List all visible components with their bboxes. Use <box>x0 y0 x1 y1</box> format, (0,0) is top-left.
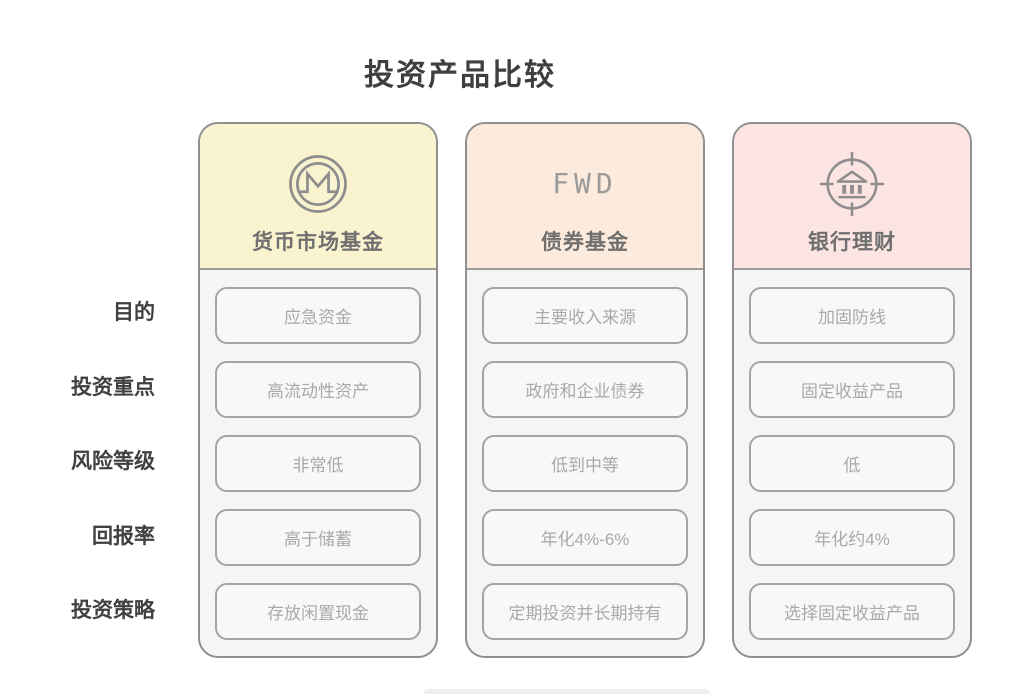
column-header: 银行理财 <box>734 124 970 270</box>
cell-strategy: 存放闲置现金 <box>215 583 421 640</box>
cell-purpose: 主要收入来源 <box>482 287 688 344</box>
column-header: 货币市场基金 <box>200 124 436 270</box>
fwd-logo-text: FWD <box>552 151 618 217</box>
cell-risk: 低 <box>749 435 955 492</box>
row-label-return: 回报率 <box>92 525 155 548</box>
cell-risk: 低到中等 <box>482 435 688 492</box>
column-title: 货币市场基金 <box>252 231 384 254</box>
column-title: 银行理财 <box>808 231 896 254</box>
cell-strategy: 定期投资并长期持有 <box>482 583 688 640</box>
column-bank-wealth: 银行理财 加固防线 固定收益产品 低 年化约4% 选择固定收益产品 <box>732 122 972 658</box>
column-money-market-fund: 货币市场基金 应急资金 高流动性资产 非常低 高于储蓄 存放闲置现金 <box>198 122 438 658</box>
cell-focus: 高流动性资产 <box>215 361 421 418</box>
cell-focus: 政府和企业债券 <box>482 361 688 418</box>
cell-focus: 固定收益产品 <box>749 361 955 418</box>
column-header: FWD 债券基金 <box>467 124 703 270</box>
monero-m-circle-icon <box>285 151 351 217</box>
column-body: 应急资金 高流动性资产 非常低 高于储蓄 存放闲置现金 <box>200 270 436 656</box>
row-label-purpose: 目的 <box>113 301 155 324</box>
column-body: 主要收入来源 政府和企业债券 低到中等 年化4%-6% 定期投资并长期持有 <box>467 270 703 656</box>
bank-target-icon <box>817 151 887 217</box>
row-label-risk: 风险等级 <box>71 450 155 473</box>
cell-purpose: 应急资金 <box>215 287 421 344</box>
cell-return: 高于储蓄 <box>215 509 421 566</box>
cell-purpose: 加固防线 <box>749 287 955 344</box>
cell-return: 年化约4% <box>749 509 955 566</box>
column-body: 加固防线 固定收益产品 低 年化约4% 选择固定收益产品 <box>734 270 970 656</box>
cutoff-element-bottom <box>423 689 710 694</box>
cell-return: 年化4%-6% <box>482 509 688 566</box>
column-bond-fund: FWD 债券基金 主要收入来源 政府和企业债券 低到中等 年化4%-6% 定期投… <box>465 122 705 658</box>
row-label-focus: 投资重点 <box>71 376 155 399</box>
cell-strategy: 选择固定收益产品 <box>749 583 955 640</box>
row-labels: 目的 投资重点 风险等级 回报率 投资策略 <box>0 0 155 694</box>
column-title: 债券基金 <box>541 231 629 254</box>
cell-risk: 非常低 <box>215 435 421 492</box>
fwd-logo-label: FWD <box>552 167 618 200</box>
page-title: 投资产品比较 <box>364 59 556 92</box>
row-label-strategy: 投资策略 <box>71 599 155 622</box>
